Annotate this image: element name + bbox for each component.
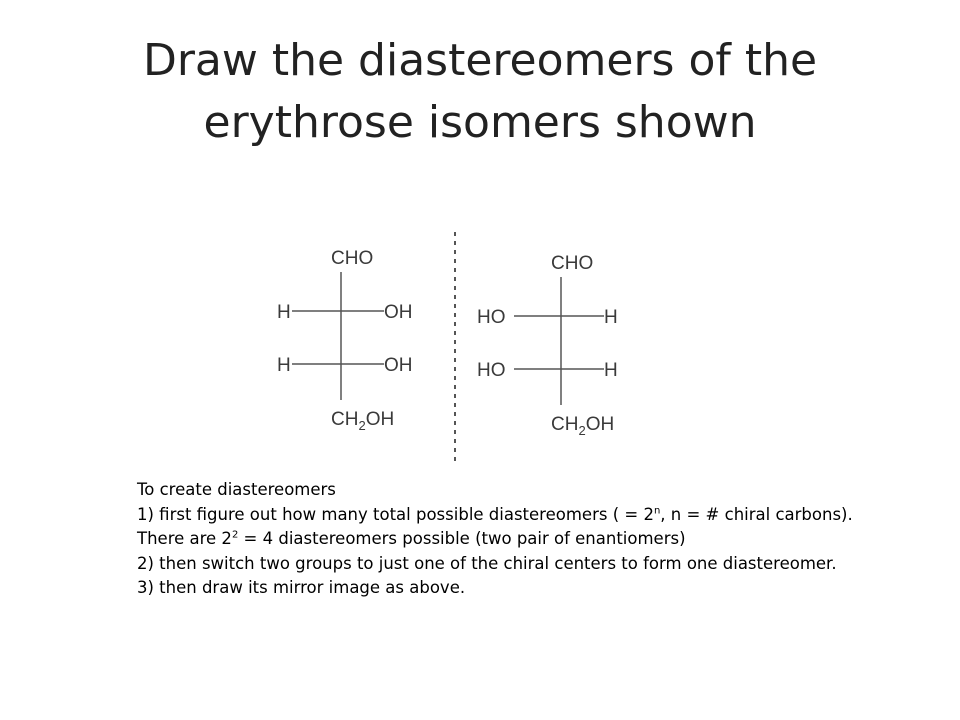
- left-bottom-group: CH2OH: [331, 409, 394, 433]
- left-row2-left: H: [277, 355, 291, 376]
- left-row2-right: OH: [384, 355, 413, 376]
- right-row2-left: HO: [477, 360, 506, 381]
- slide-title: Draw the diastereomers of the erythrose …: [60, 30, 900, 154]
- right-row1-right: H: [604, 307, 618, 328]
- right-fischer-projection: CHO HO H HO H CH2OH: [477, 253, 618, 438]
- title-line-2: erythrose isomers shown: [203, 97, 757, 148]
- left-row1-right: OH: [384, 302, 413, 323]
- right-bottom-group: CH2OH: [551, 414, 614, 438]
- right-top-group: CHO: [551, 253, 593, 274]
- instruction-step-1: 1) first figure out how many total possi…: [137, 504, 853, 549]
- left-fischer-projection: CHO H OH H OH CH2OH: [277, 248, 413, 433]
- instructions-heading: To create diastereomers: [137, 480, 336, 499]
- right-row2-right: H: [604, 360, 618, 381]
- fischer-projection-figure: CHO H OH H OH CH2OH CHO HO H HO H CH2OH: [277, 232, 618, 462]
- right-row1-left: HO: [477, 307, 506, 328]
- left-row1-left: H: [277, 302, 291, 323]
- instructions-text: To create diastereomers 1) first figure …: [137, 478, 857, 601]
- instruction-step-3: 3) then draw its mirror image as above.: [137, 578, 466, 597]
- title-line-1: Draw the diastereomers of the: [142, 35, 818, 86]
- left-top-group: CHO: [331, 248, 373, 269]
- instruction-step-2: 2) then switch two groups to just one of…: [137, 553, 837, 573]
